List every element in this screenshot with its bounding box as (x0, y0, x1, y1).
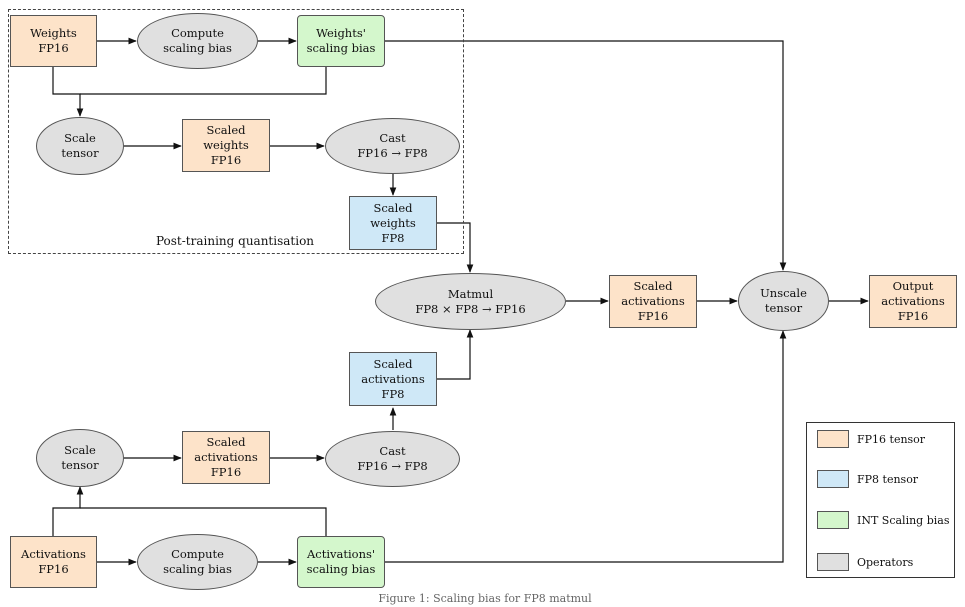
node-label-line: weights (203, 138, 249, 152)
legend-swatch-fp8 (817, 470, 849, 488)
node-label-line: tensor (61, 458, 99, 472)
node-label-line: FP16 (210, 153, 242, 167)
legend-item-fp16: FP16 tensor (817, 430, 925, 448)
node-label-line: FP8 (381, 386, 405, 401)
node-weights-scaling-bias: Weights'scaling bias (297, 15, 385, 67)
node-label-line: Activations' (306, 547, 376, 561)
node-label-line: Weights (30, 26, 77, 40)
edge-bias-to-scale (80, 67, 327, 95)
node-label-line: FP8 × FP8 → FP16 (415, 301, 526, 316)
node-label-line: Cast (379, 131, 406, 145)
node-label-line: scaling bias (163, 41, 232, 55)
node-label-line: activations (621, 294, 685, 308)
edge-fp8-activations-to-matmul (437, 329, 474, 380)
node-label-line: Scale (64, 131, 96, 145)
edge-weights-bias-to-unscale (385, 40, 787, 271)
legend-label-fp8: FP8 tensor (857, 472, 919, 486)
legend-label-operators: Operators (857, 555, 914, 569)
node-label-line: activations (361, 371, 425, 386)
node-label-line: FP16 (38, 41, 69, 55)
node-label-line: Scaled (373, 200, 413, 215)
node-label-line: scaling bias (306, 41, 376, 55)
group-label: Post-training quantisation (155, 234, 315, 248)
legend-swatch-fp16 (817, 430, 849, 448)
node-label-line: FP16 (210, 465, 242, 479)
node-label-line: scaling bias (163, 562, 232, 576)
legend-item-int: INT Scaling bias (817, 511, 949, 529)
edge-activations-to-scale (52, 486, 84, 536)
node-label-line: FP16 (897, 309, 929, 323)
node-label-line: FP16 → FP8 (357, 459, 428, 473)
node-label-line: Cast (379, 444, 406, 458)
node-label-line: Matmul (447, 286, 494, 301)
node-activations-scaling-bias: Activations'scaling bias (297, 536, 385, 588)
node-label-line: Activations (21, 547, 86, 561)
node-label-line: activations (881, 294, 945, 308)
node-label-line: Compute (171, 547, 224, 561)
edge-weights-to-scale (52, 67, 84, 117)
node-label-line: Scale (64, 443, 96, 457)
post-training-quantisation-group (8, 9, 464, 254)
legend-label-int: INT Scaling bias (857, 513, 950, 527)
node-label-line: Scaled (633, 279, 673, 293)
node-label-line: scaling bias (306, 562, 376, 576)
node-label-line: Scaled (373, 356, 413, 371)
node-label-line: activations (194, 450, 258, 464)
figure-caption: Figure 1: Scaling bias for FP8 matmul (378, 592, 592, 605)
node-label-line: FP16 (637, 309, 669, 323)
node-label-line: Output (892, 279, 934, 293)
legend-swatch-int (817, 511, 849, 529)
node-label-line: Unscale (760, 286, 807, 300)
legend-item-operators: Operators (817, 553, 913, 571)
legend-item-fp8: FP8 tensor (817, 470, 918, 488)
node-label-line: Scaled (206, 123, 246, 137)
node-label-line: FP16 (38, 562, 69, 576)
edge-act-bias-to-unscale (385, 330, 787, 563)
node-label-line: FP8 (381, 230, 405, 245)
node-label-line: FP16 → FP8 (357, 146, 428, 160)
node-label-line: Scaled (206, 435, 246, 449)
edge-fp8-weights-to-matmul (437, 222, 474, 273)
node-label-line: tensor (61, 146, 99, 160)
legend: FP16 tensor FP8 tensor INT Scaling bias … (806, 422, 955, 578)
node-label-line: Compute (171, 26, 224, 40)
edge-act-bias-to-scale (80, 507, 327, 536)
node-label-line: Weights' (316, 26, 366, 40)
node-label-line: tensor (764, 301, 803, 315)
legend-label-fp16: FP16 tensor (857, 432, 926, 446)
node-label-line: weights (370, 215, 416, 230)
legend-swatch-operators (817, 553, 849, 571)
